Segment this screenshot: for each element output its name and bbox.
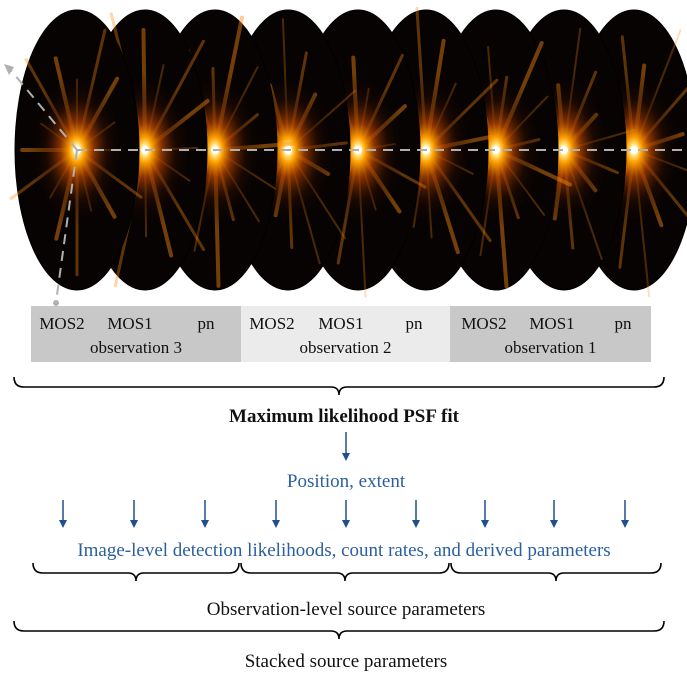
observation-level-label: Observation-level source parameters	[207, 599, 486, 620]
brace-all-observations	[13, 376, 665, 396]
arrow-to-image-level-5	[342, 500, 350, 528]
z-axis-dashed	[8, 67, 78, 151]
arrow-to-image-level-7	[481, 500, 489, 528]
camera-label-mos1: MOS1	[529, 314, 574, 333]
psf-fit-title: Maximum likelihood PSF fit	[229, 406, 460, 427]
arrow-to-image-level-3	[201, 500, 209, 528]
camera-label-pn: pn	[198, 314, 216, 333]
arrow-to-position	[342, 432, 350, 461]
image-level-label: Image-level detection likelihoods, count…	[77, 540, 610, 561]
camera-label-mos2: MOS2	[39, 314, 84, 333]
observation-panel-bg	[241, 306, 450, 362]
camera-label-mos2: MOS2	[461, 314, 506, 333]
observation-label: observation 1	[504, 338, 596, 357]
brace-observation-3	[32, 562, 240, 582]
z-axis-arrowhead	[4, 64, 14, 75]
camera-label-pn: pn	[615, 314, 633, 333]
arrow-to-image-level-4	[272, 500, 280, 528]
brace-observation-2	[240, 562, 450, 582]
observation-label: observation 2	[299, 338, 391, 357]
y-axis-dashed	[55, 149, 78, 303]
psf-core	[630, 146, 638, 154]
flow-arrows	[59, 432, 629, 528]
observation-panel-bg	[31, 306, 241, 362]
psf-image-stack	[4, 7, 687, 306]
camera-label-pn: pn	[406, 314, 424, 333]
observation-panel-3: MOS2 MOS1 pn observation 3	[31, 306, 241, 362]
observation-label: observation 3	[90, 338, 182, 357]
grouping-braces	[13, 376, 665, 640]
brace-observation-1	[450, 562, 662, 582]
psf-core	[560, 146, 568, 154]
arrow-to-image-level-2	[130, 500, 138, 528]
observation-panels: MOS2 MOS1 pn observation 3 MOS2 MOS1 pn observa…	[31, 306, 651, 362]
brace-stacked	[13, 620, 665, 640]
arrow-to-image-level-8	[550, 500, 558, 528]
psf-core	[492, 146, 500, 154]
position-extent-label: Position, extent	[287, 471, 406, 492]
observation-panel-1: MOS2 MOS1 pn observation 1	[450, 306, 651, 362]
y-axis-endpoint	[53, 300, 59, 306]
camera-label-mos1: MOS1	[107, 314, 152, 333]
arrow-to-image-level-9	[621, 500, 629, 528]
stacked-label: Stacked source parameters	[245, 651, 448, 672]
arrow-to-image-level-1	[59, 500, 67, 528]
arrow-to-image-level-6	[412, 500, 420, 528]
camera-label-mos2: MOS2	[249, 314, 294, 333]
observation-panel-bg	[450, 306, 651, 362]
camera-label-mos1: MOS1	[318, 314, 363, 333]
observation-panel-2: MOS2 MOS1 pn observation 2	[241, 306, 450, 362]
